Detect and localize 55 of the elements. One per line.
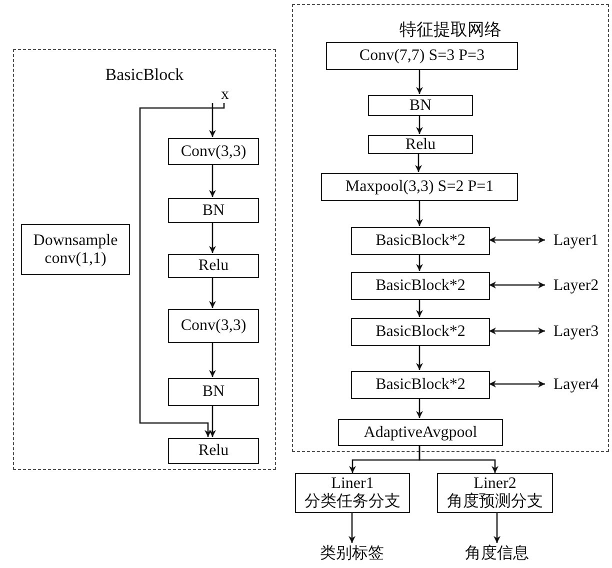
process-box: BN [368,95,473,116]
box-title: Liner1 [331,475,374,492]
arrow [416,69,423,94]
box-text: 分类任务分支 [304,493,400,511]
text-label: 类别标签 [310,543,394,565]
process-box: BasicBlock*2 [351,318,490,346]
process-box: Conv(3,3) [168,138,259,165]
arrow [209,277,216,308]
panel-title: BasicBlock [105,66,184,85]
process-box [437,473,553,513]
process-box: Maxpool(3,3) S=2 P=1 [321,173,518,201]
process-box: Relu [168,438,259,464]
text-label: x [217,86,233,104]
arrow [416,254,423,271]
text-label: Layer4 [546,374,606,396]
process-box: Relu [368,135,473,154]
text-label: Layer2 [546,275,606,297]
arrow [418,445,498,473]
process-box: BN [168,378,259,406]
arrow [209,342,216,377]
arrow [416,115,423,134]
box-text: 角度预测分支 [447,493,543,511]
arrow [209,103,216,137]
panel-title: 特征提取网络 [400,21,502,40]
process-box: AdaptiveAvgpool [338,419,503,446]
process-box: Downsample conv(1,1) [21,224,130,275]
process-box: Conv(7,7) S=3 P=3 [326,42,518,70]
arrow [489,236,545,244]
arrow [209,222,216,253]
process-box: BasicBlock*2 [351,371,490,399]
box-title: Liner2 [474,475,516,492]
arrow [209,164,216,197]
arrow [209,405,216,437]
dashed-frame [13,49,276,470]
arrow [489,282,545,288]
process-box: Relu [168,254,259,278]
arrow [415,153,422,172]
process-box: BN [168,198,259,223]
process-box [295,473,410,513]
arrow [489,328,545,334]
process-box: Conv(3,3) [168,309,259,343]
arrow [489,380,545,388]
arrow [416,398,423,418]
text-label: Layer1 [546,230,606,252]
arrow [416,200,423,226]
arrow [416,299,423,317]
arrow [348,513,356,543]
arrow [494,513,500,543]
process-box: BasicBlock*2 [351,272,490,300]
text-label: 角度信息 [455,543,539,565]
text-label: Layer3 [546,321,606,343]
process-box: BasicBlock*2 [351,227,490,255]
dashed-frame [292,4,609,452]
arrow [416,345,423,370]
skip-connection-arrow [139,102,225,437]
